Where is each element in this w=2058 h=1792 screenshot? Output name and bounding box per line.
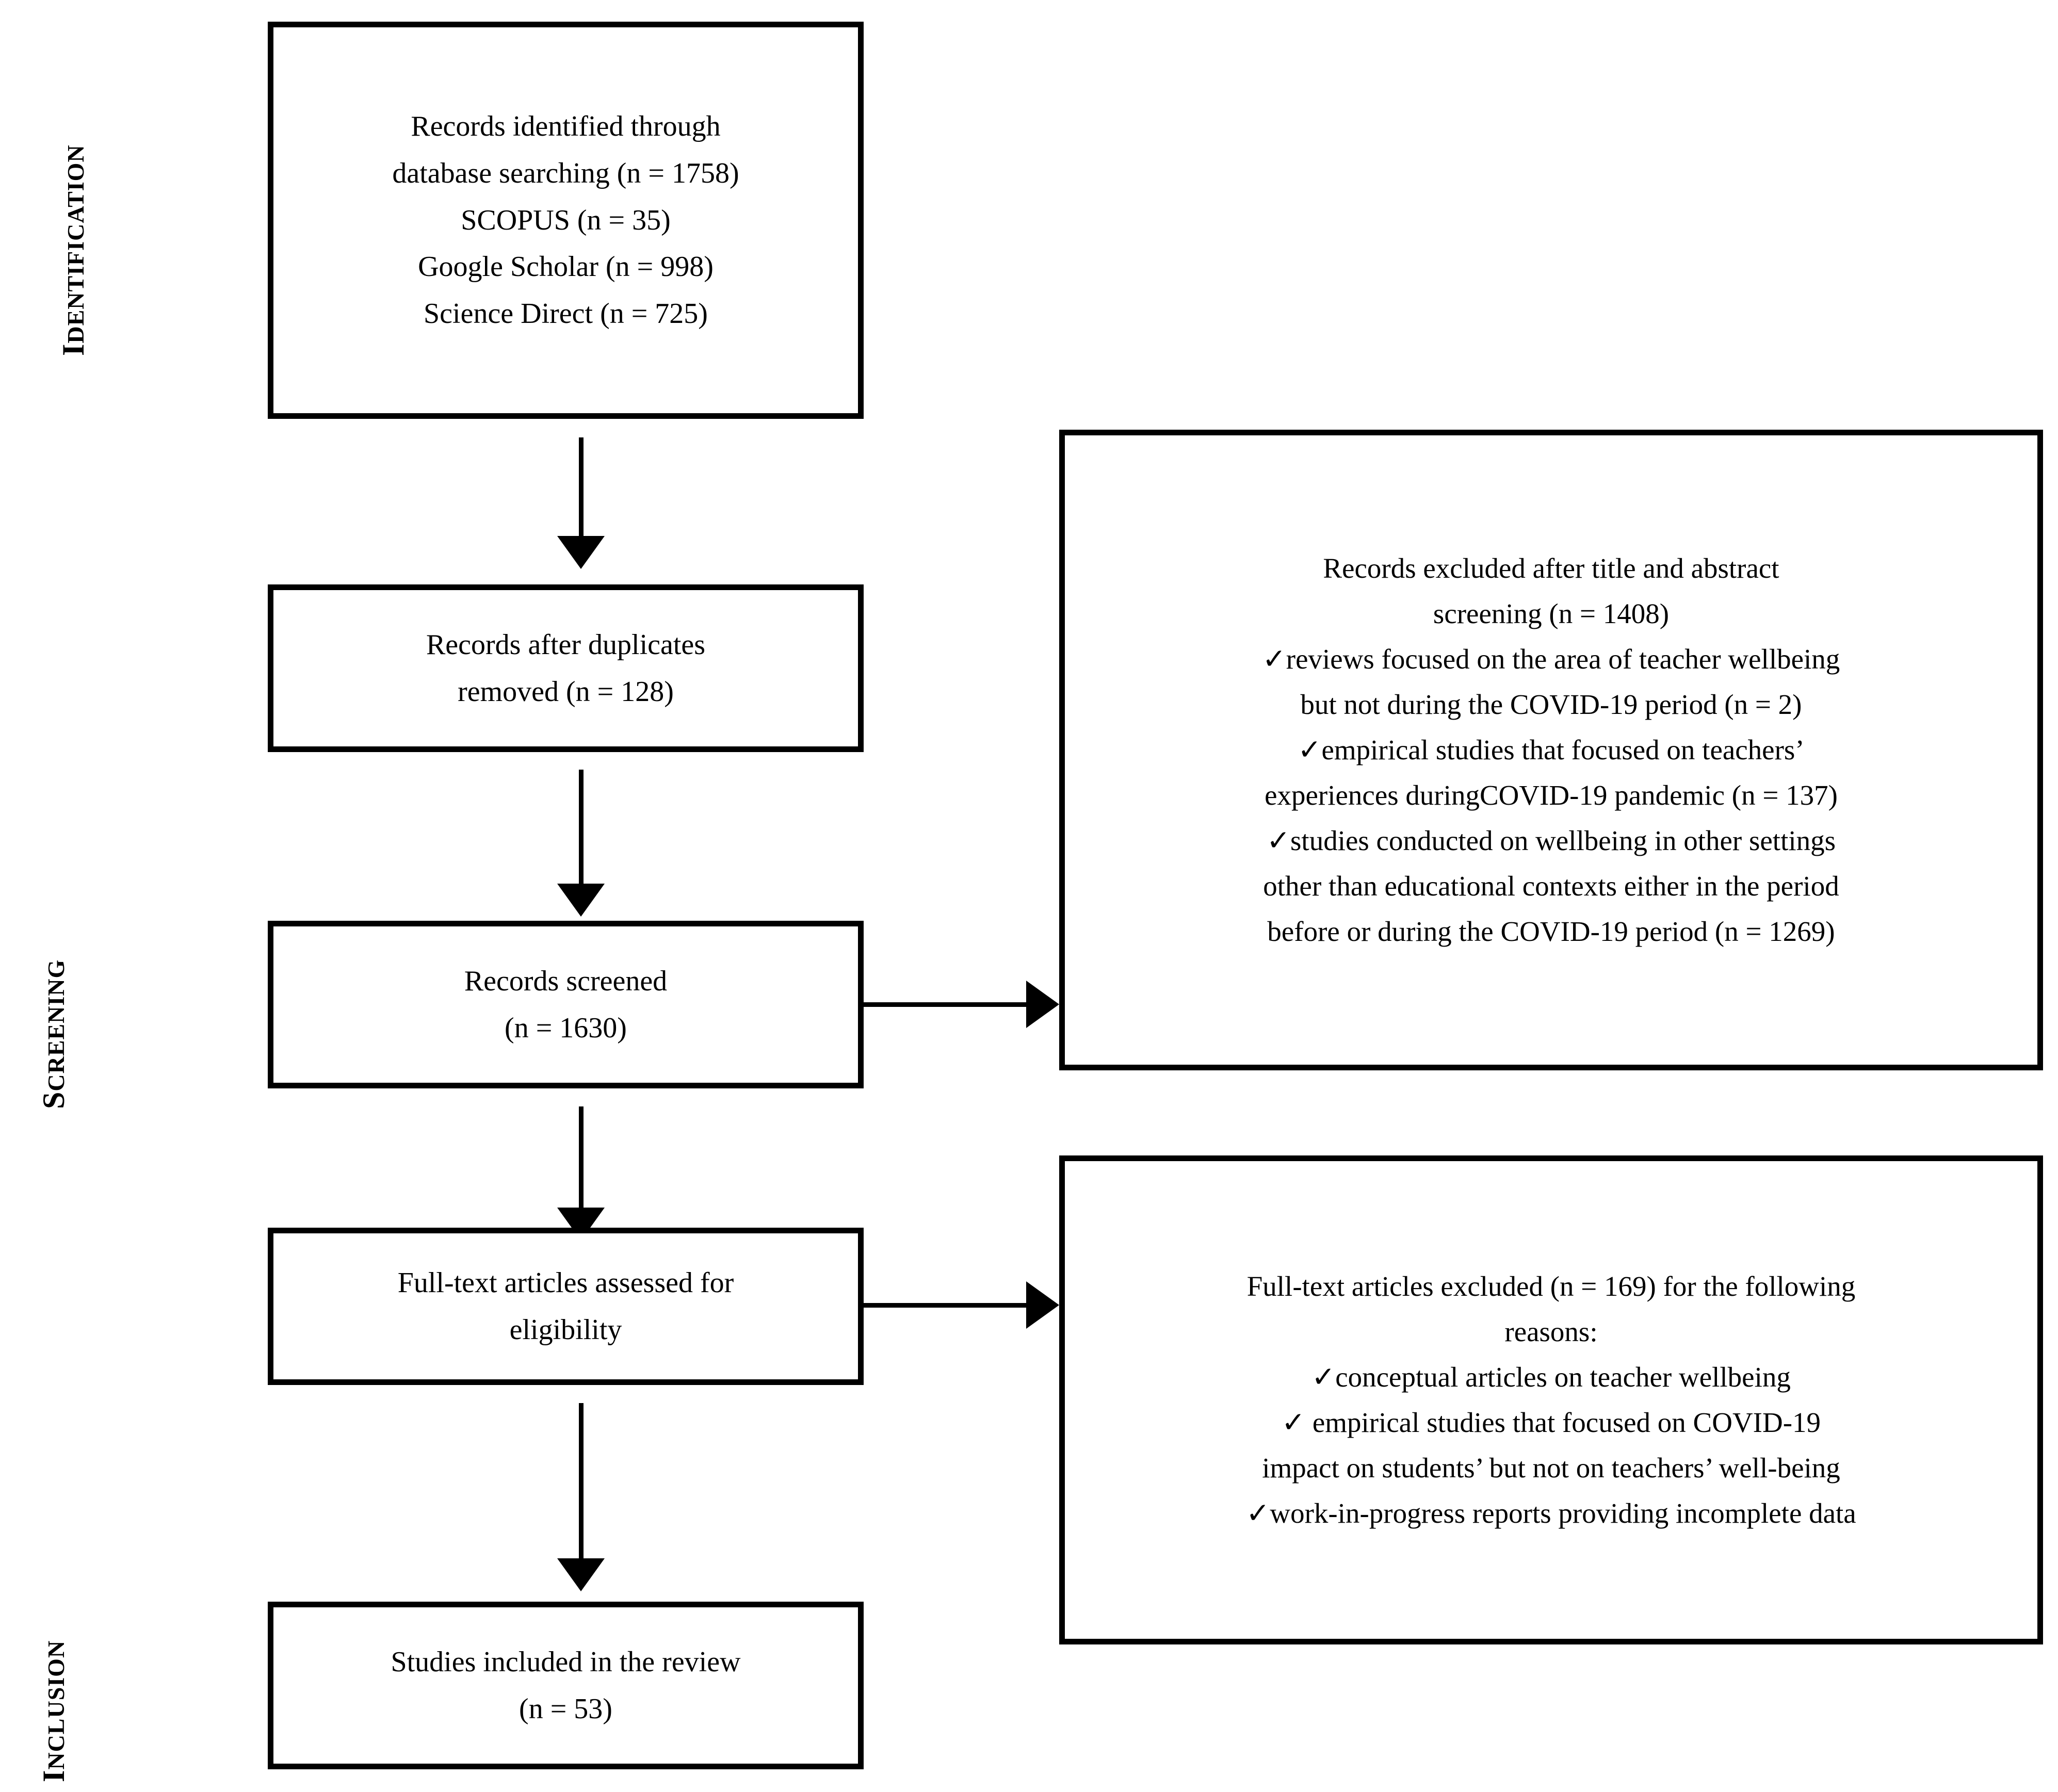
records-after-duplicates-line-1: Records after duplicates <box>426 628 706 661</box>
records-excluded-line-1: Records excluded after title and abstrac… <box>1323 552 1779 584</box>
stage-label-inclusion-rest: NCLUSION <box>43 1640 69 1770</box>
arrow-head <box>557 884 605 917</box>
arrow-shaft <box>579 437 584 536</box>
studies-included-box: Studies included in the review (n = 53) <box>268 1602 864 1769</box>
records-excluded-line-5: ✓empirical studies that focused on teach… <box>1298 734 1805 765</box>
full-text-assessed-line-2: eligibility <box>509 1313 622 1346</box>
records-identified-line-4: Google Scholar (n = 998) <box>418 251 714 283</box>
records-excluded-line-7: ✓studies conducted on wellbeing in other… <box>1266 825 1836 856</box>
records-excluded-line-9: before or during the COVID-19 period (n … <box>1267 916 1835 947</box>
records-screened-box: Records screened (n = 1630) <box>268 921 864 1088</box>
stage-label-identification-first: I <box>56 343 90 356</box>
stage-label-screening-first: S <box>37 1091 71 1109</box>
arrow-shaft <box>579 770 584 884</box>
full-text-excluded-line-4: ✓ empirical studies that focused on COVI… <box>1281 1407 1821 1438</box>
full-text-excluded-line-2: reasons: <box>1504 1316 1598 1347</box>
records-identified-line-5: Science Direct (n = 725) <box>424 298 708 330</box>
records-after-duplicates-line-2: removed (n = 128) <box>458 675 674 708</box>
records-identified-box: Records identified through database sear… <box>268 22 864 419</box>
stage-label-identification: IDENTIFICATION <box>56 144 91 356</box>
records-excluded-line-3: ✓reviews focused on the area of teacher … <box>1262 643 1840 675</box>
arrow-head <box>557 1558 605 1591</box>
full-text-excluded-line-3: ✓conceptual articles on teacher wellbein… <box>1311 1361 1791 1393</box>
records-identified-line-2: database searching (n = 1758) <box>392 157 739 189</box>
records-excluded-line-2: screening (n = 1408) <box>1433 598 1670 629</box>
arrow-shaft <box>579 1403 584 1558</box>
records-excluded-line-8: other than educational contexts either i… <box>1263 870 1839 902</box>
arrow-shaft <box>864 1002 1026 1007</box>
records-screened-line-1: Records screened <box>464 965 668 997</box>
arrow-head <box>1026 1281 1059 1329</box>
arrow-head <box>557 536 605 569</box>
arrow-head <box>1026 981 1059 1028</box>
stage-label-screening: SCREENING <box>36 959 72 1109</box>
stage-label-inclusion: INCLUSION <box>36 1640 72 1782</box>
studies-included-line-2: (n = 53) <box>519 1692 612 1725</box>
full-text-excluded-line-5: impact on students’ but not on teachers’… <box>1262 1452 1840 1484</box>
records-identified-line-1: Records identified through <box>411 110 721 143</box>
studies-included-line-1: Studies included in the review <box>391 1646 741 1678</box>
records-identified-line-3: SCOPUS (n = 35) <box>461 204 671 236</box>
records-excluded-screening-box: Records excluded after title and abstrac… <box>1059 430 2043 1070</box>
full-text-excluded-box: Full-text articles excluded (n = 169) fo… <box>1059 1155 2043 1644</box>
full-text-excluded-line-6: ✓work-in-progress reports providing inco… <box>1246 1497 1856 1529</box>
records-screened-line-2: (n = 1630) <box>505 1012 627 1044</box>
arrow-shaft <box>579 1106 584 1208</box>
full-text-assessed-box: Full-text articles assessed for eligibil… <box>268 1228 864 1385</box>
stage-label-inclusion-first: I <box>37 1769 71 1782</box>
stage-label-identification-rest: DENTIFICATION <box>62 144 89 344</box>
full-text-excluded-line-1: Full-text articles excluded (n = 169) fo… <box>1246 1270 1856 1302</box>
records-excluded-line-6: experiences duringCOVID-19 pandemic (n =… <box>1265 779 1838 811</box>
arrow-shaft <box>864 1303 1026 1308</box>
full-text-assessed-line-1: Full-text articles assessed for <box>397 1266 734 1299</box>
records-excluded-line-4: but not during the COVID-19 period (n = … <box>1300 689 1802 720</box>
records-after-duplicates-box: Records after duplicates removed (n = 12… <box>268 584 864 752</box>
stage-label-screening-rest: CREENING <box>43 959 69 1092</box>
